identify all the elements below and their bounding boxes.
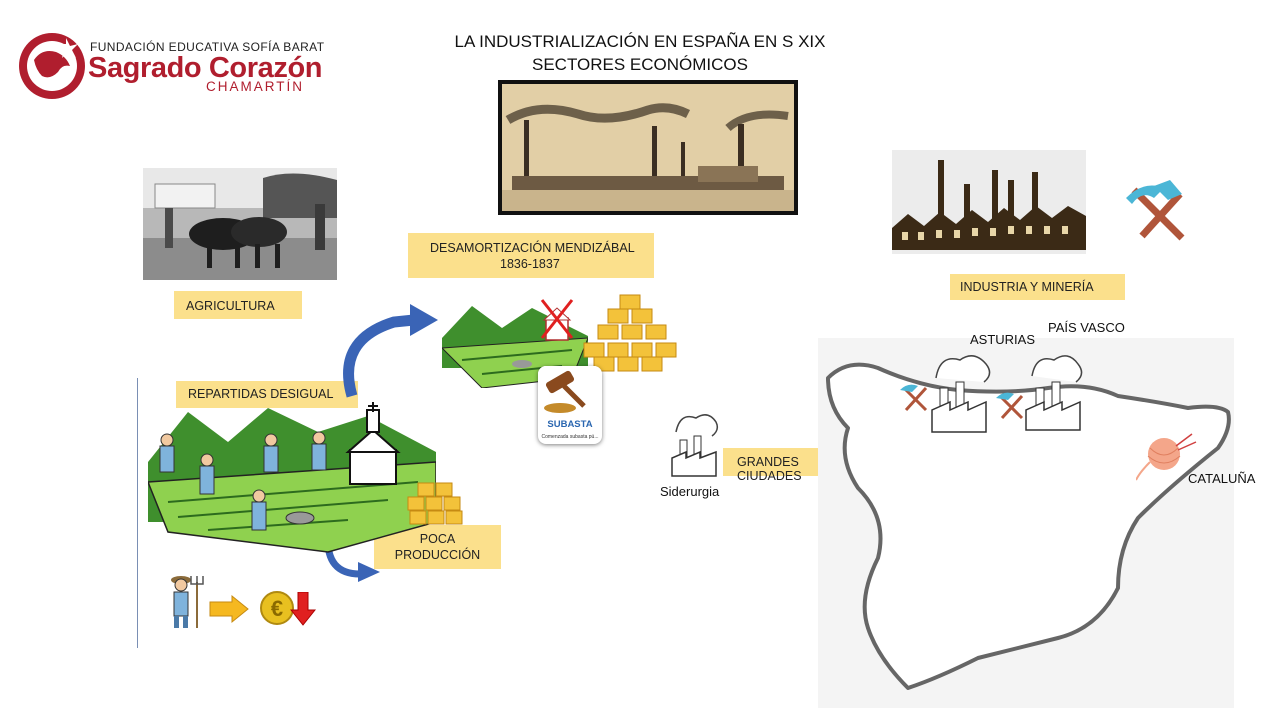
gavel-icon	[538, 366, 602, 416]
desamortizacion-years: 1836-1837	[500, 257, 560, 271]
subasta-app-icon: SUBASTA Comenzada subasta pú...	[538, 366, 602, 444]
logo-foundation-text: FUNDACIÓN EDUCATIVA SOFÍA BARAT	[90, 40, 325, 54]
hay-bales-icon	[407, 482, 463, 525]
asturias-pickaxe-icon	[900, 384, 928, 412]
logo-campus-name: CHAMARTÍN	[206, 79, 305, 94]
right-arrow-icon	[209, 594, 249, 624]
agricultura-label-text: AGRICULTURA	[186, 299, 275, 313]
vertical-divider	[137, 378, 138, 648]
poca-produccion-label: POCA PRODUCCIÓN	[374, 525, 501, 569]
down-arrow-icon	[290, 592, 316, 626]
cataluna-label: CATALUÑA	[1188, 471, 1256, 486]
produccion-text: PRODUCCIÓN	[394, 548, 481, 562]
spain-map	[818, 338, 1234, 708]
farmer-icon	[171, 576, 204, 628]
page-title: LA INDUSTRIALIZACIÓN EN ESPAÑA EN S XIX …	[400, 30, 880, 76]
siderurgia-factory-icon	[671, 414, 719, 477]
industry-silhouette-image	[892, 150, 1086, 254]
logo-school-name: Sagrado Corazón	[88, 52, 323, 84]
curved-arrow-up-icon	[343, 304, 438, 398]
pais-vasco-pickaxe-icon	[996, 392, 1024, 420]
agriculture-photo-image	[143, 168, 337, 280]
logo-globe-icon	[19, 33, 85, 99]
title-line-2: SECTORES ECONÓMICOS	[532, 55, 748, 74]
factory-engraving-image	[498, 80, 798, 215]
agricultura-label: AGRICULTURA	[174, 291, 302, 319]
asturias-label: ASTURIAS	[970, 332, 1036, 347]
pais-vasco-label: PAÍS VASCO	[1048, 320, 1125, 335]
grandes-ciudades-label-text: GRANDES CIUDADES	[737, 455, 802, 483]
subasta-caption: Comenzada subasta pú...	[541, 434, 599, 440]
repartidas-label-text: REPARTIDAS DESIGUAL	[188, 387, 334, 401]
pickaxe-hammer-icon	[1126, 180, 1185, 241]
asturias-factory-icon	[931, 355, 991, 433]
siderurgia-label: Siderurgia	[660, 484, 720, 499]
poca-text: POCA	[419, 532, 456, 546]
euro-symbol: €	[270, 596, 284, 621]
desamortizacion-title: DESAMORTIZACIÓN MENDIZÁBAL	[430, 241, 635, 255]
farmland-illustration	[148, 402, 436, 553]
industria-mineria-label: INDUSTRIA Y MINERÍA	[950, 274, 1125, 300]
pais-vasco-factory-icon	[1025, 355, 1083, 431]
repartidas-label: REPARTIDAS DESIGUAL	[176, 381, 358, 408]
title-line-1: LA INDUSTRIALIZACIÓN EN ESPAÑA EN S XIX	[454, 32, 826, 51]
industria-label-text: INDUSTRIA Y MINERÍA	[960, 280, 1094, 294]
yarn-ball-icon	[1136, 433, 1197, 481]
euro-coin-icon: €	[260, 591, 294, 625]
subasta-title: SUBASTA	[547, 419, 593, 430]
desamortizacion-label: DESAMORTIZACIÓN MENDIZÁBAL 1836-1837	[408, 233, 654, 278]
hay-pyramid-icon	[583, 294, 677, 372]
church-icon	[345, 402, 401, 485]
